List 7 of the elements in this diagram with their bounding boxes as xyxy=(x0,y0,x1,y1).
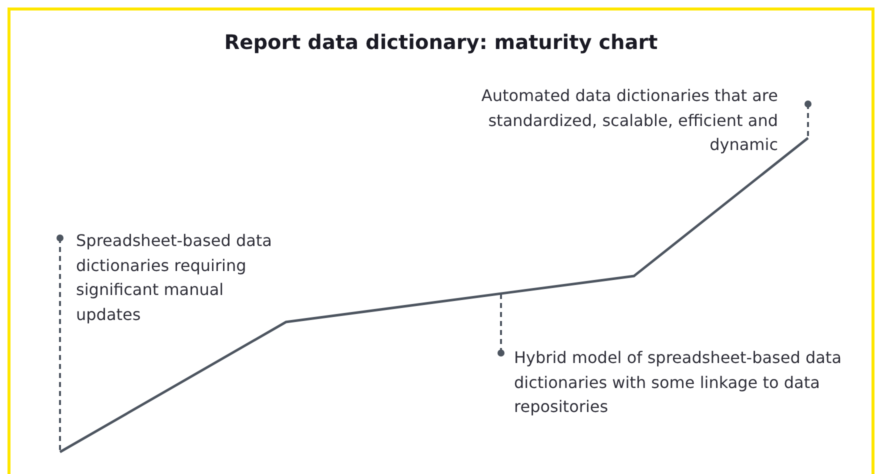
annotation-text: Spreadsheet-based data dictionaries requiring significant manual updates xyxy=(76,229,286,327)
leader-line xyxy=(56,234,64,452)
annotation-text: Hybrid model of spreadsheet-based data dictionaries with some linkage to data repositories xyxy=(514,346,844,420)
leader-line xyxy=(498,294,504,356)
leader-line xyxy=(804,100,812,138)
annotation-text: Automated data dictionaries that are standardized, scalable, efficient and dynamic xyxy=(470,84,778,158)
chart-title: Report data dictionary: maturity chart xyxy=(223,30,659,54)
